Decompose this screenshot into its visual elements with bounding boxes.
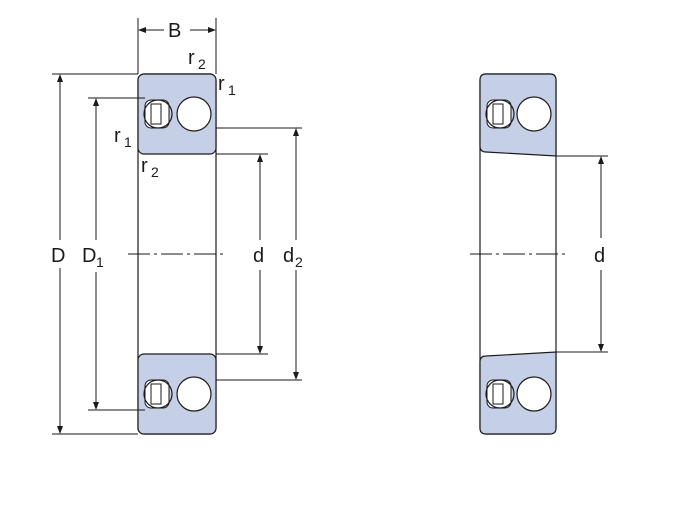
radius-r1-top: r (218, 73, 225, 95)
dim-d-label: d (253, 245, 264, 267)
dim-D1-label: D (82, 245, 96, 267)
dim-d2: d 2 (216, 127, 303, 381)
dim-d: d (216, 153, 268, 355)
right-bottom-rollers (485, 376, 552, 412)
dim-D1: D 1 (82, 97, 145, 411)
ball-icon (143, 99, 173, 129)
ball-icon (516, 96, 552, 132)
ball-icon (143, 379, 173, 409)
dim-d2-label: d (283, 245, 294, 267)
ball-icon (176, 96, 212, 132)
left-bottom-rollers (143, 376, 212, 412)
ball-icon (485, 99, 515, 129)
dim-D: D (51, 73, 138, 435)
dim-d2-subscript: 2 (295, 254, 303, 270)
radius-r2-top: r (188, 47, 195, 69)
radius-r2-top-subscript: 2 (198, 56, 206, 72)
radius-r1-left: r (114, 125, 121, 147)
dim-B: B (137, 18, 217, 74)
dim-D-label: D (51, 245, 65, 267)
dim-B-label: B (168, 20, 181, 42)
ball-icon (516, 376, 552, 412)
radius-r1-top-subscript: 1 (228, 82, 236, 98)
ball-icon (485, 379, 515, 409)
radius-r1-left-subscript: 1 (124, 134, 132, 150)
radius-r2-bottom-subscript: 2 (151, 164, 159, 180)
left-view: B D D 1 (51, 18, 303, 435)
radius-r2-bottom: r (141, 155, 148, 177)
left-top-rollers (143, 96, 212, 132)
right-dim-d-label: d (594, 245, 605, 267)
dim-D1-subscript: 1 (96, 254, 104, 270)
right-top-rollers (485, 96, 552, 132)
right-dim-d: d (556, 155, 608, 353)
right-view: d (470, 73, 608, 435)
ball-icon (176, 376, 212, 412)
